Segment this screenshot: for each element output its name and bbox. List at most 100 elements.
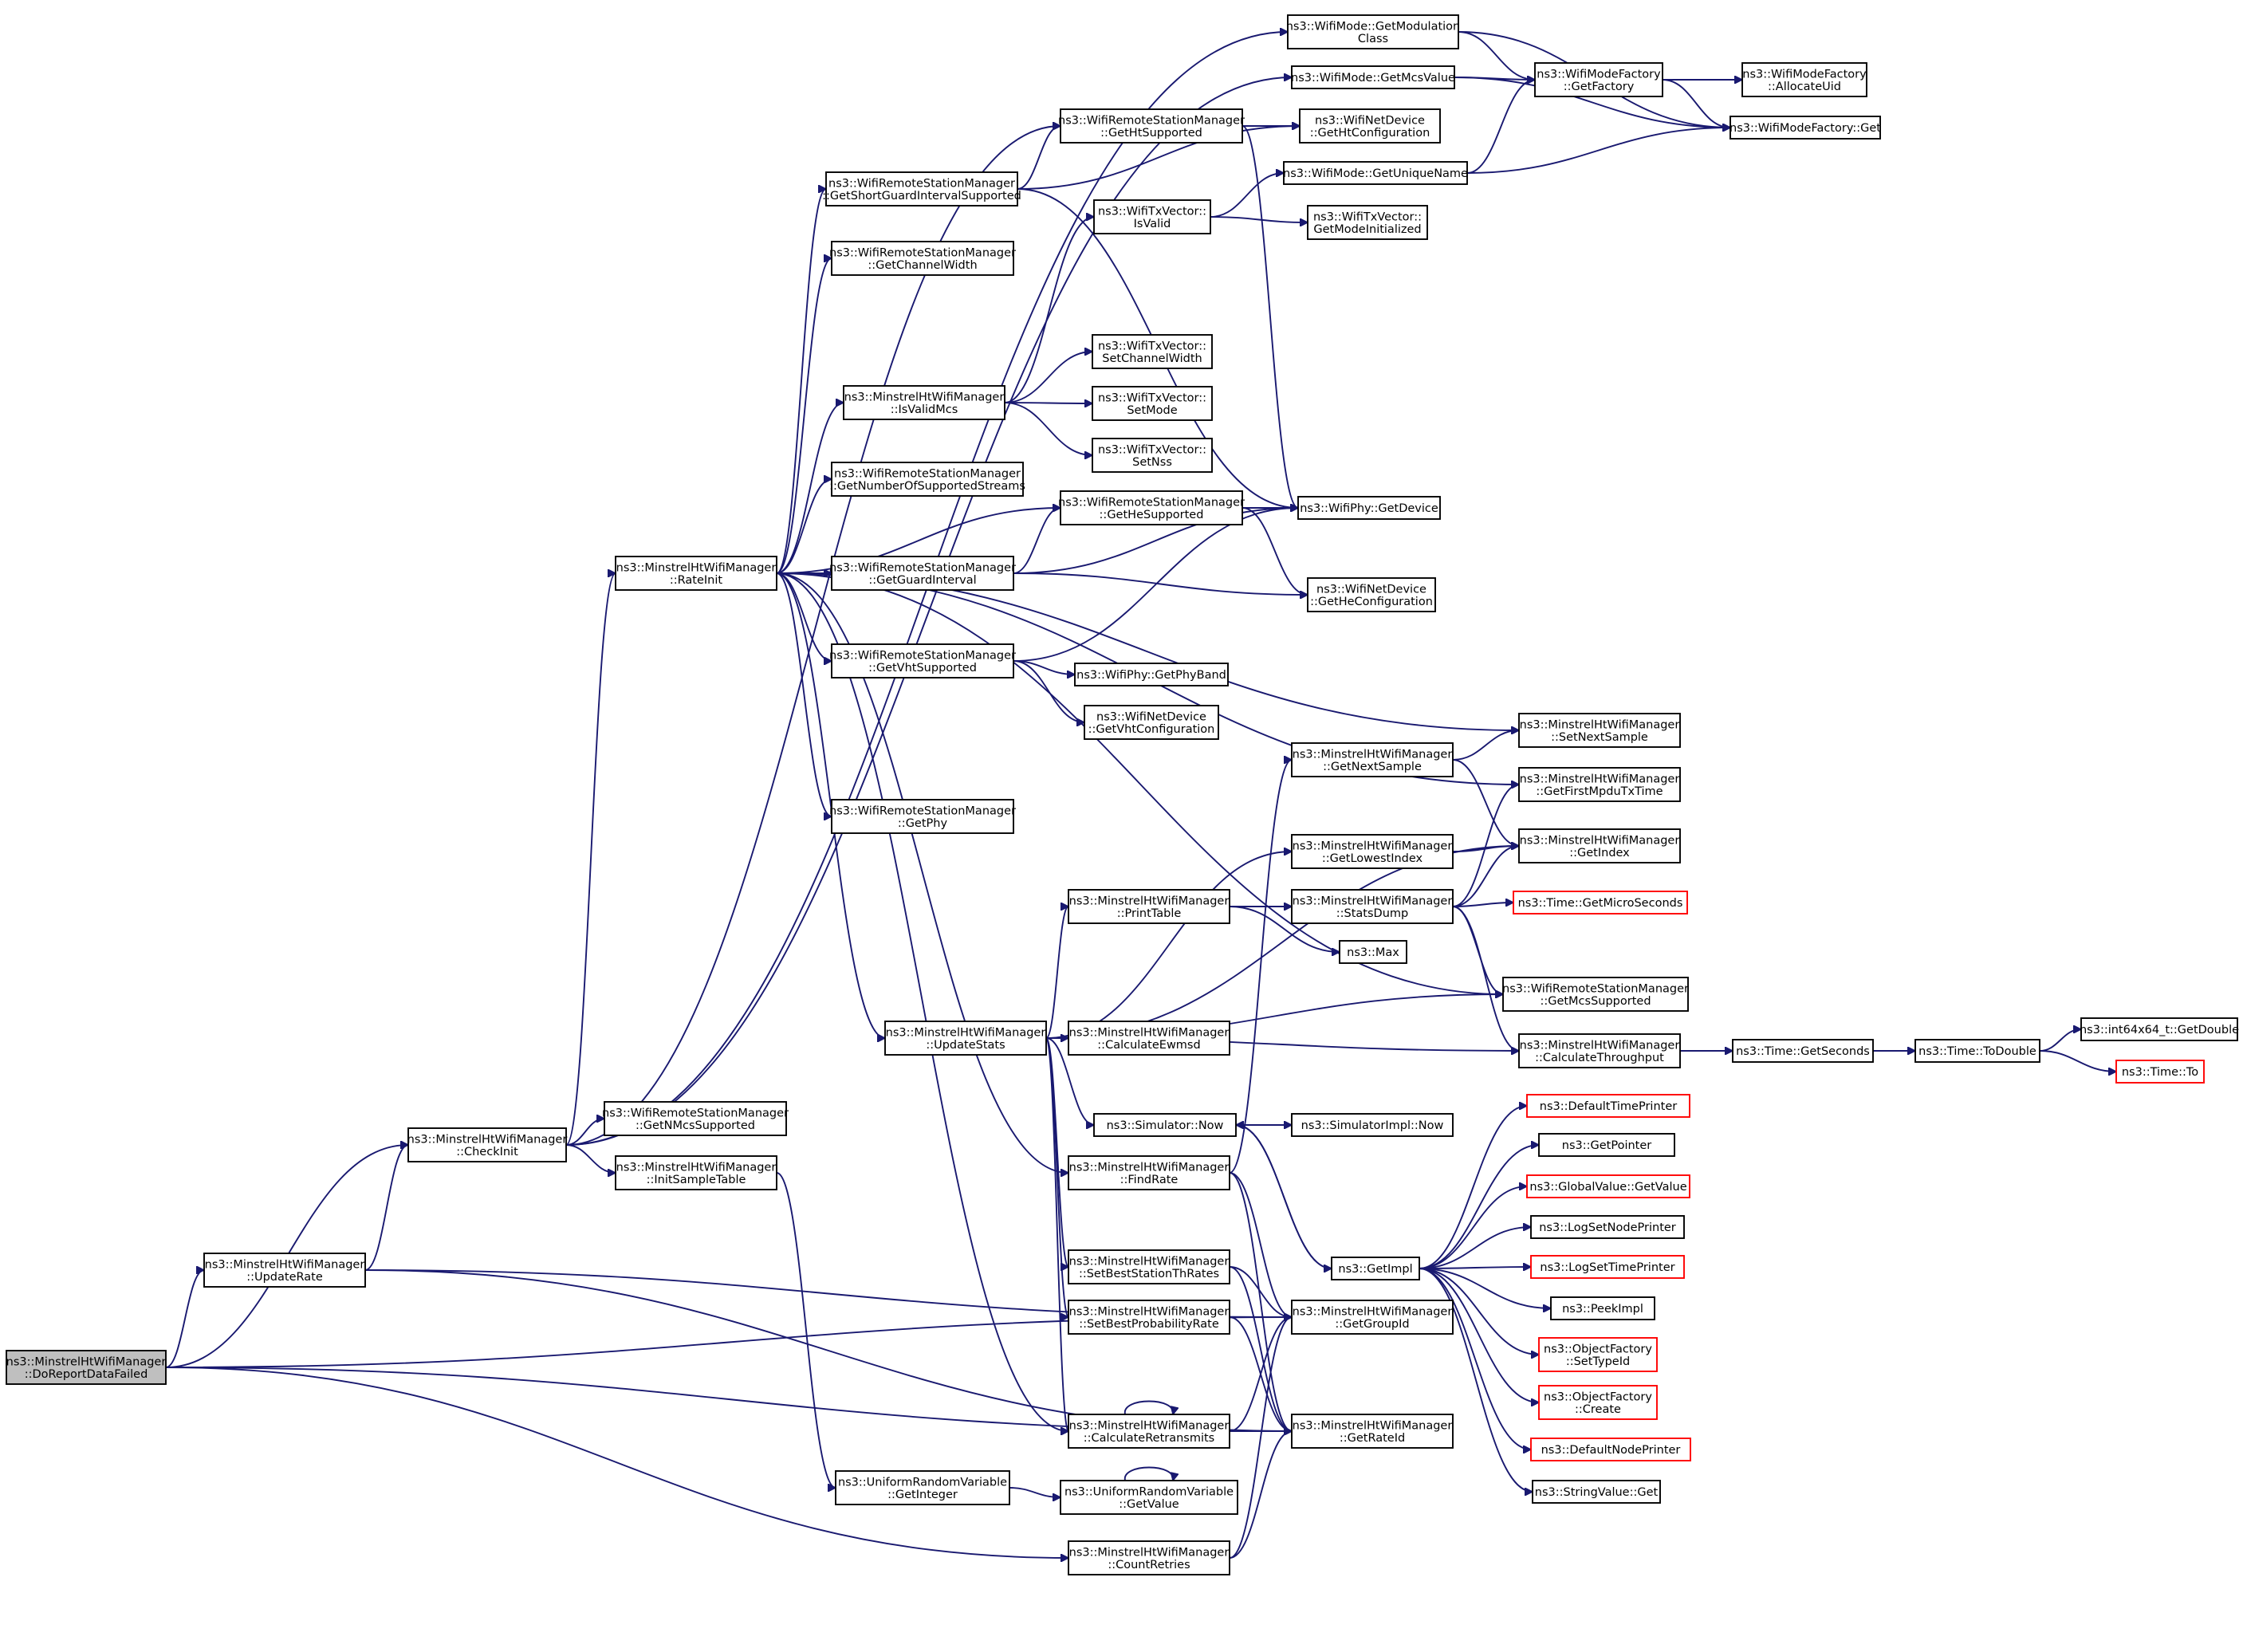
edge-urvgetvalue-to-urvgetvalue (1124, 1466, 1174, 1481)
node-box (1068, 1021, 1230, 1056)
node-box (1339, 940, 1407, 964)
node-box (831, 556, 1014, 591)
node-getmodeinit[interactable]: ns3::WifiTxVector::GetModeInitialized (1307, 205, 1428, 240)
node-timeto[interactable]: ns3::Time::To (2115, 1060, 2205, 1084)
node-box (1291, 889, 1454, 924)
node-getsgi[interactable]: ns3::WifiRemoteStationManager::GetShortG… (822, 171, 1021, 206)
node-getphyband[interactable]: ns3::WifiPhy::GetPhyBand (1074, 663, 1229, 686)
edge-gethtsupp-to-phygetdevice (1242, 125, 1298, 508)
node-txisvalid[interactable]: ns3::WifiTxVector::IsValid (1093, 199, 1211, 234)
node-calcewmsd[interactable]: ns3::MinstrelHtWifiManager::CalculateEwm… (1068, 1021, 1230, 1056)
node-box (1291, 834, 1454, 869)
node-getlowest[interactable]: ns3::MinstrelHtWifiManager::GetLowestInd… (1291, 834, 1454, 869)
node-getheconf[interactable]: ns3::WifiNetDevice::GetHeConfiguration (1307, 577, 1436, 612)
node-box (1530, 1215, 1685, 1239)
node-getmcssupp[interactable]: ns3::WifiRemoteStationManager::GetMcsSup… (1502, 977, 1689, 1012)
node-getseconds[interactable]: ns3::Time::GetSeconds (1732, 1039, 1874, 1063)
node-lognodeprinter[interactable]: ns3::LogSetNodePrinter (1530, 1215, 1685, 1239)
node-getnumstreams[interactable]: ns3::WifiRemoteStationManager::GetNumber… (829, 462, 1025, 497)
node-statsdump[interactable]: ns3::MinstrelHtWifiManager::StatsDump (1291, 889, 1454, 924)
node-getvhtconf[interactable]: ns3::WifiNetDevice::GetVhtConfiguration (1084, 705, 1219, 740)
node-getnmcs[interactable]: ns3::WifiRemoteStationManager::GetNMcsSu… (602, 1101, 789, 1136)
node-label: ns3::MinstrelHtWifiManager (1293, 1419, 1453, 1432)
node-gethesupp[interactable]: ns3::WifiRemoteStationManager::GetHeSupp… (1058, 490, 1245, 525)
edge-rateinit-to-isvalidmcs (776, 403, 844, 574)
node-label: ns3::MinstrelHtWifiManager (616, 1161, 777, 1174)
node-getchwidth[interactable]: ns3::WifiRemoteStationManager::GetChanne… (829, 241, 1016, 276)
node-calcretrans[interactable]: ns3::MinstrelHtWifiManager::CalculateRet… (1068, 1414, 1230, 1449)
node-getimpl[interactable]: ns3::GetImpl (1331, 1257, 1420, 1280)
node-logtimeprinter[interactable]: ns3::LogSetTimePrinter (1530, 1255, 1685, 1279)
node-getuniquename[interactable]: ns3::WifiMode::GetUniqueName (1283, 161, 1468, 185)
node-setbestprob[interactable]: ns3::MinstrelHtWifiManager::SetBestProba… (1068, 1300, 1230, 1335)
node-getrateid[interactable]: ns3::MinstrelHtWifiManager::GetRateId (1291, 1414, 1454, 1449)
node-printtable[interactable]: ns3::MinstrelHtWifiManager::PrintTable (1068, 889, 1230, 924)
node-box (1060, 1480, 1238, 1515)
edge-getimpl-to-peekimpl (1419, 1268, 1551, 1308)
node-getpointer[interactable]: ns3::GetPointer (1538, 1133, 1675, 1157)
node-getphy[interactable]: ns3::WifiRemoteStationManager::GetPhy (829, 799, 1016, 834)
node-label: ns3::WifiMode::GetMcsValue (1291, 72, 1455, 85)
node-label: ::PrintTable (1117, 907, 1182, 920)
node-label: ns3::MinstrelHtWifiManager (1520, 1039, 1680, 1052)
node-gethtsupp[interactable]: ns3::WifiRemoteStationManager::GetHtSupp… (1058, 108, 1245, 144)
node-getgroupid[interactable]: ns3::MinstrelHtWifiManager::GetGroupId (1291, 1300, 1454, 1335)
node-defnodeprinter[interactable]: ns3::DefaultNodePrinter (1530, 1438, 1691, 1461)
node-factoryget[interactable]: ns3::WifiModeFactory::GetFactory (1534, 62, 1663, 97)
node-calcthroughput[interactable]: ns3::MinstrelHtWifiManager::CalculateThr… (1518, 1033, 1681, 1068)
node-box (1729, 116, 1881, 140)
node-getfirstmpdu[interactable]: ns3::MinstrelHtWifiManager::GetFirstMpdu… (1518, 767, 1681, 802)
node-label: ::RateInit (670, 574, 723, 587)
node-getmicro[interactable]: ns3::Time::GetMicroSeconds (1513, 891, 1688, 914)
node-setbestthrates[interactable]: ns3::MinstrelHtWifiManager::SetBestStati… (1068, 1249, 1230, 1284)
node-simnow[interactable]: ns3::Simulator::Now (1093, 1113, 1237, 1137)
node-getmcsvalue[interactable]: ns3::WifiMode::GetMcsValue (1291, 65, 1455, 89)
node-setmode[interactable]: ns3::WifiTxVector::SetMode (1092, 386, 1213, 421)
node-phygetdevice[interactable]: ns3::WifiPhy::GetDevice (1297, 496, 1441, 520)
node-isvalidmcs[interactable]: ns3::MinstrelHtWifiManager::IsValidMcs (843, 385, 1005, 420)
node-deftimeprinter[interactable]: ns3::DefaultTimePrinter (1526, 1094, 1690, 1118)
node-setchwidth[interactable]: ns3::WifiTxVector::SetChannelWidth (1092, 334, 1213, 369)
node-getvhtsupp[interactable]: ns3::WifiRemoteStationManager::GetVhtSup… (829, 643, 1016, 678)
node-peekimpl[interactable]: ns3::PeekImpl (1550, 1296, 1655, 1320)
node-gethtconf[interactable]: ns3::WifiNetDevice::GetHtConfiguration (1299, 108, 1441, 144)
node-checkinit[interactable]: ns3::MinstrelHtWifiManager::CheckInit (407, 1127, 568, 1162)
node-ofcreate[interactable]: ns3::ObjectFactory::Create (1538, 1385, 1658, 1420)
node-findrate[interactable]: ns3::MinstrelHtWifiManager::FindRate (1068, 1155, 1230, 1190)
edge-getgi-to-getheconf (1013, 572, 1308, 595)
node-stringget[interactable]: ns3::StringValue::Get (1532, 1480, 1661, 1504)
node-countretries[interactable]: ns3::MinstrelHtWifiManager::CountRetries (1068, 1540, 1230, 1575)
node-setnextsample[interactable]: ns3::MinstrelHtWifiManager::SetNextSampl… (1518, 713, 1681, 748)
node-rateinit[interactable]: ns3::MinstrelHtWifiManager::RateInit (615, 556, 777, 591)
node-globalgetvalue[interactable]: ns3::GlobalValue::GetValue (1526, 1174, 1690, 1198)
node-label: ::GetChannelWidth (868, 259, 977, 272)
node-label: ::GetPhy (898, 817, 948, 830)
node-doreport[interactable]: ns3::MinstrelHtWifiManager::DoReportData… (6, 1350, 167, 1385)
edge-updaterate-to-checkinit (364, 1145, 408, 1271)
node-mfget[interactable]: ns3::WifiModeFactory::Get (1729, 116, 1881, 140)
node-getgi[interactable]: ns3::WifiRemoteStationManager::GetGuardI… (829, 556, 1016, 591)
node-todouble[interactable]: ns3::Time::ToDouble (1914, 1039, 2040, 1063)
node-ofsettypeid[interactable]: ns3::ObjectFactory::SetTypeId (1538, 1337, 1658, 1372)
node-initsample[interactable]: ns3::MinstrelHtWifiManager::InitSampleTa… (615, 1155, 777, 1190)
node-box (1502, 977, 1689, 1012)
node-updatestats[interactable]: ns3::MinstrelHtWifiManager::UpdateStats (884, 1021, 1047, 1056)
node-setnss[interactable]: ns3::WifiTxVector::SetNss (1092, 438, 1213, 473)
node-label: ns3::MinstrelHtWifiManager (1069, 895, 1230, 907)
node-getnextsample[interactable]: ns3::MinstrelHtWifiManager::GetNextSampl… (1291, 742, 1454, 777)
node-int64getdouble[interactable]: ns3::int64x64_t::GetDouble (2080, 1017, 2239, 1041)
node-allocuid[interactable]: ns3::WifiModeFactory::AllocateUid (1741, 62, 1867, 97)
edge-updatestats-to-printtable (1045, 907, 1068, 1039)
node-label: SetMode (1127, 404, 1177, 417)
node-label: ns3::WifiModeFactory::Get (1729, 122, 1881, 135)
node-updaterate[interactable]: ns3::MinstrelHtWifiManager::UpdateRate (203, 1253, 366, 1288)
node-max[interactable]: ns3::Max (1339, 940, 1407, 964)
node-simimplnow[interactable]: ns3::SimulatorImpl::Now (1291, 1113, 1454, 1137)
node-label: ns3::MinstrelHtWifiManager (1520, 718, 1680, 731)
node-box (831, 462, 1024, 497)
node-urvgetinteger[interactable]: ns3::UniformRandomVariable::GetInteger (835, 1470, 1010, 1505)
node-urvgetvalue[interactable]: ns3::UniformRandomVariable::GetValue (1060, 1480, 1238, 1515)
edge-rateinit-to-findrate (776, 572, 1068, 1173)
node-getindex[interactable]: ns3::MinstrelHtWifiManager::GetIndex (1518, 828, 1681, 863)
